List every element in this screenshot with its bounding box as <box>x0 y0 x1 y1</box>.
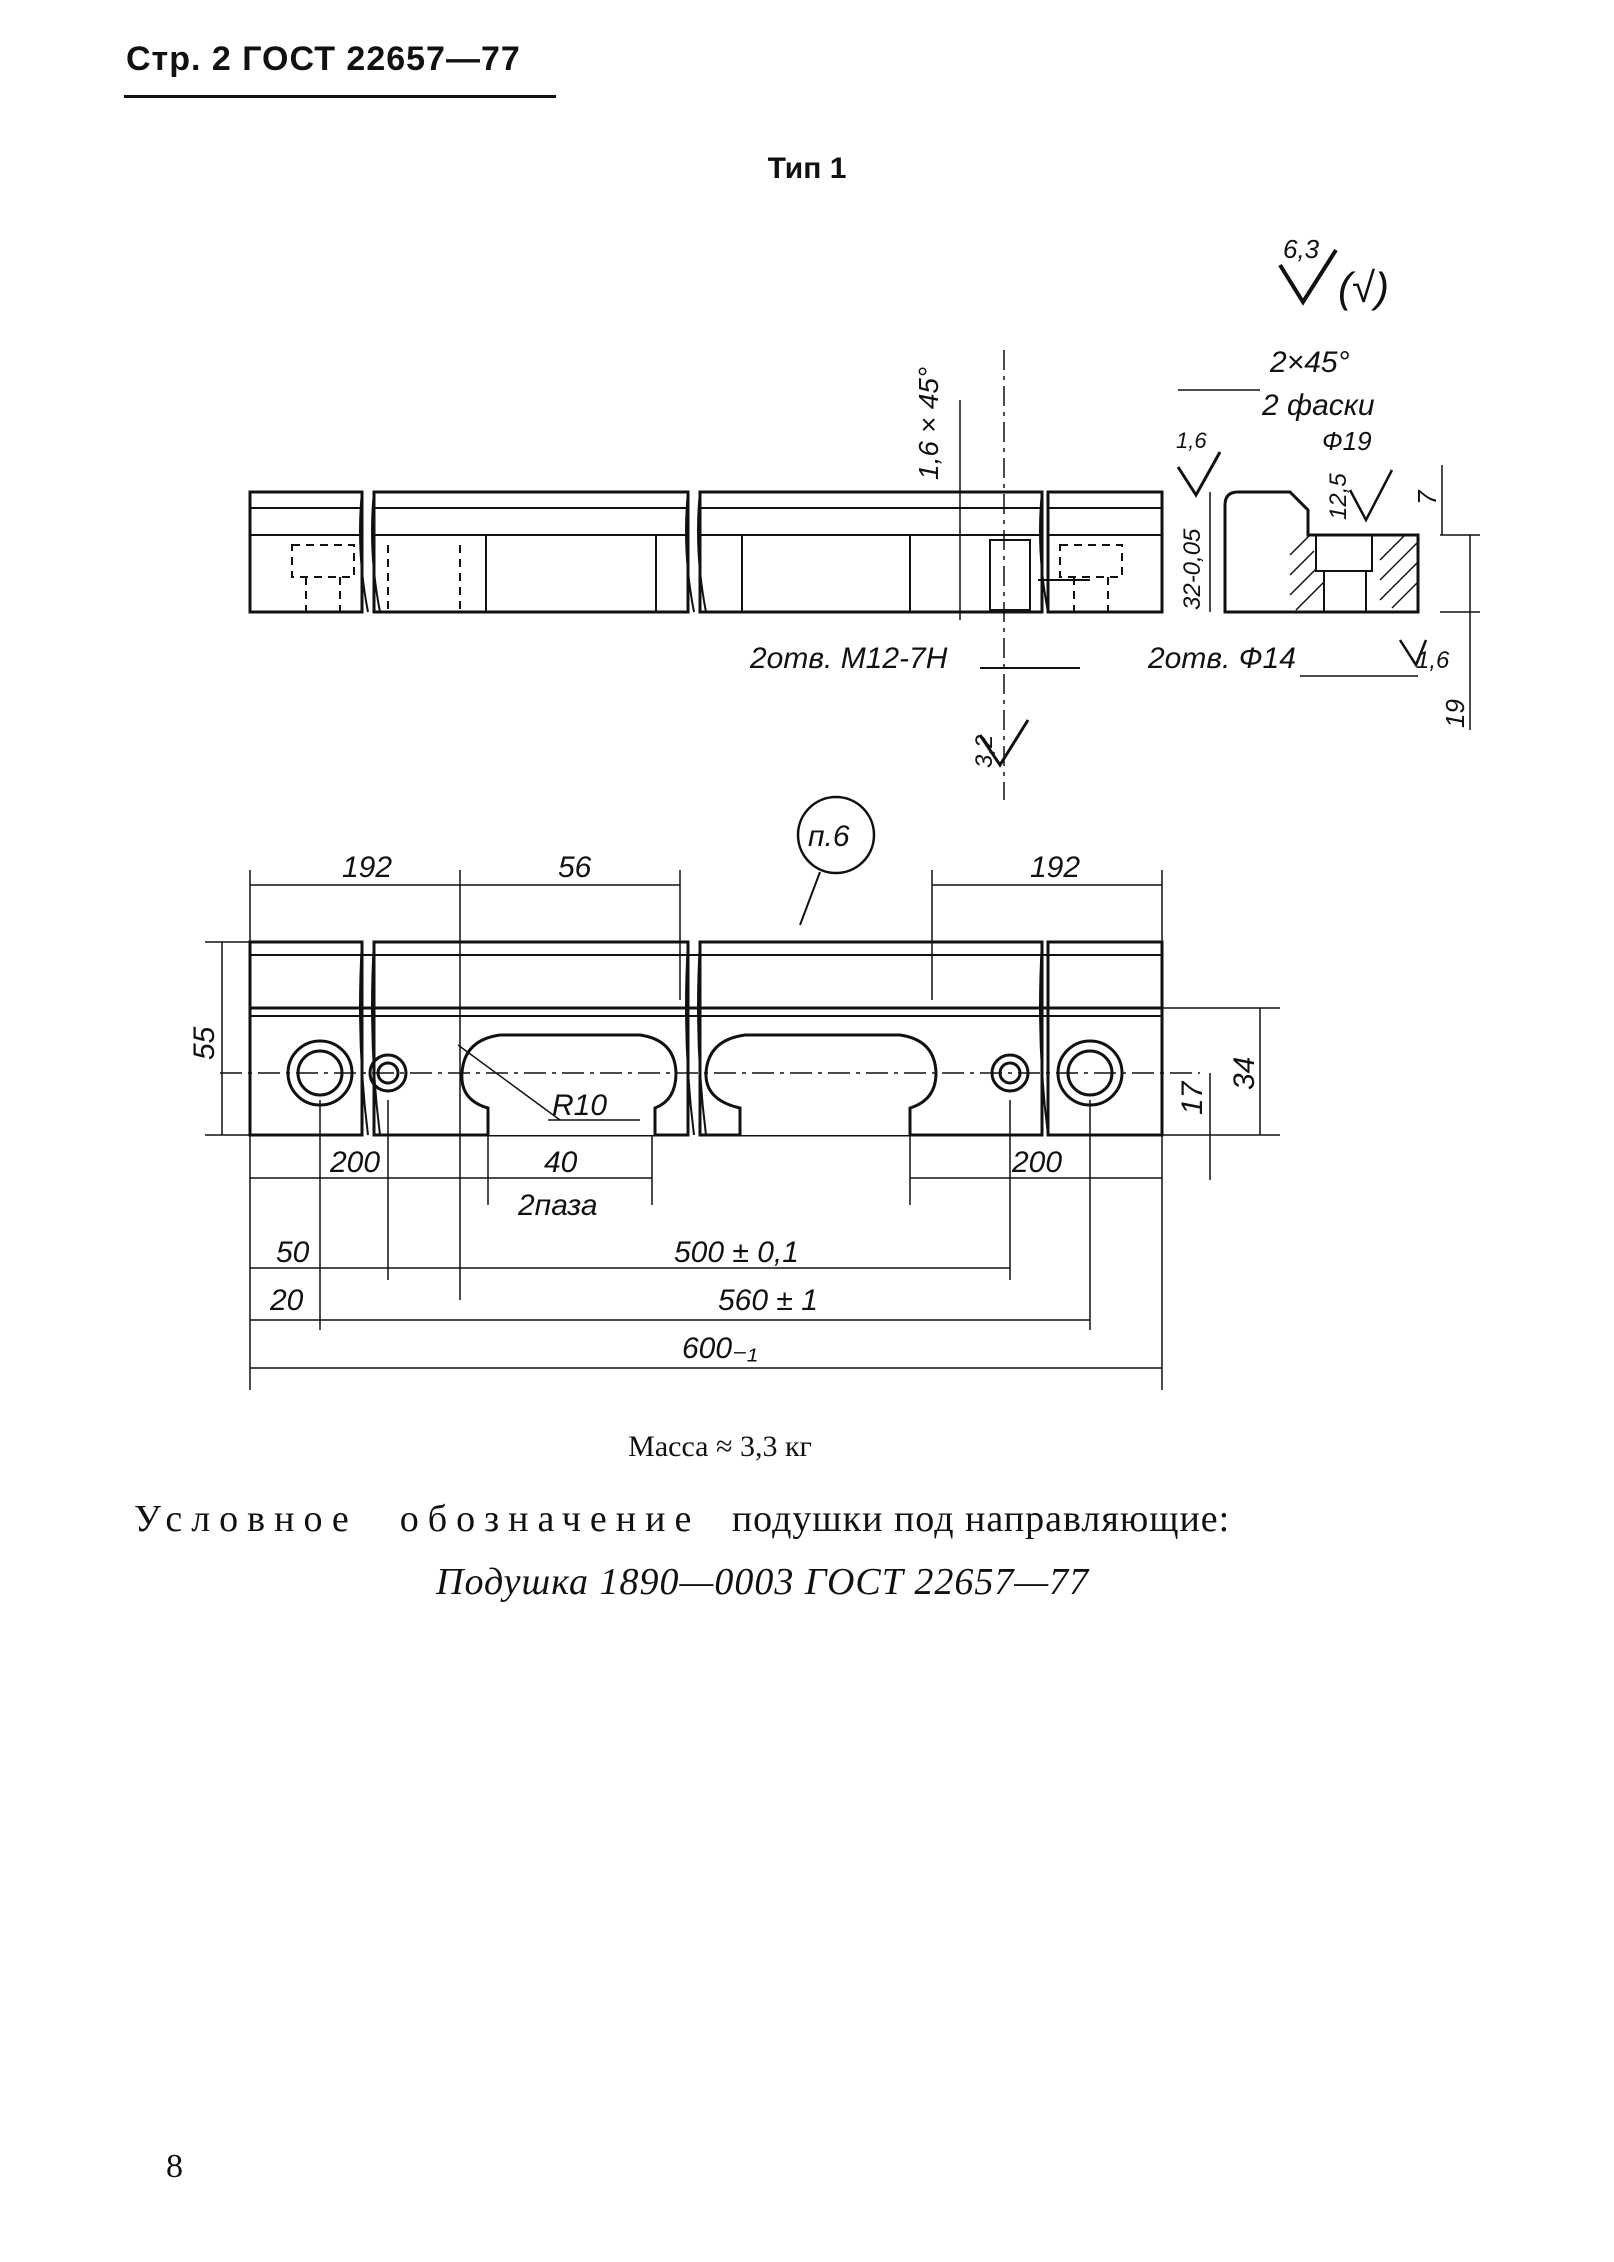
label-dim-40: 40 <box>544 1146 578 1179</box>
label-chamfer-big: 2×45° <box>1269 346 1350 379</box>
label-chamfer-small: 1,6 × 45° <box>913 367 944 480</box>
designation-rest: подушки под направляющие: <box>731 1498 1231 1540</box>
front-view-body <box>220 940 1200 1137</box>
cross-section <box>1178 389 1480 730</box>
page-header: Стр. 2 ГОСТ 22657—77 <box>126 40 521 78</box>
label-dia-19: Ф19 <box>1322 426 1372 456</box>
label-dim-32: 32-0,05 <box>1179 528 1206 610</box>
top-view-body <box>248 350 1164 800</box>
designation-word-2: обозначение <box>399 1498 701 1540</box>
label-dim-19: 19 <box>1440 699 1470 728</box>
label-dim-17: 17 <box>1176 1080 1209 1115</box>
page-number: 8 <box>166 2148 183 2185</box>
mass-note: Масса ≈ 3,3 кг <box>628 1430 812 1463</box>
label-roughness-1-6-right: 1,6 <box>1416 647 1450 674</box>
label-dim-50: 50 <box>276 1236 310 1269</box>
designation-label: Условное обозначение подушки под направл… <box>134 1497 1230 1541</box>
label-dim-192-right: 192 <box>1030 851 1080 884</box>
front-view-dimensions <box>205 870 1280 1390</box>
label-dim-192-left: 192 <box>342 851 392 884</box>
label-roughness-1-6-left: 1,6 <box>1176 428 1207 453</box>
header-underline <box>124 95 556 98</box>
note-callout-circle <box>796 795 876 875</box>
label-dim-7: 7 <box>1412 489 1442 505</box>
label-radius: R10 <box>552 1089 607 1122</box>
label-roughness-3-2: 3,2 <box>971 735 998 768</box>
designation-word-1: Условное <box>134 1498 358 1540</box>
label-dim-20: 20 <box>269 1284 304 1317</box>
label-dim-600: 600₋₁ <box>682 1332 757 1365</box>
label-dim-560: 560 ± 1 <box>718 1284 818 1317</box>
label-dim-34: 34 <box>1228 1057 1261 1090</box>
drawing-title: Тип 1 <box>767 152 847 185</box>
roughness-general-value: 6,3 <box>1283 234 1320 264</box>
label-dim-500: 500 ± 0,1 <box>674 1236 799 1269</box>
note-callout: п.6 <box>808 820 850 853</box>
label-holes-plain: 2отв. Ф14 <box>1147 642 1296 675</box>
label-dim-55: 55 <box>188 1026 221 1060</box>
label-roughness-12-5: 12,5 <box>1325 473 1352 520</box>
label-chamfer-count: 2 фаски <box>1261 389 1375 422</box>
label-dim-200-left: 200 <box>329 1146 380 1179</box>
label-holes-thread: 2отв. М12-7Н <box>749 642 948 675</box>
roughness-general-bracket: (√) <box>1338 264 1389 311</box>
drawing-labels: 6,3 (√) 1,6 × 45° 2×45° 2 фаски 1,6 Ф19 … <box>188 234 1470 1365</box>
label-slots: 2паза <box>517 1189 598 1222</box>
roughness-symbol-general <box>1278 248 1338 306</box>
label-dim-200-right: 200 <box>1011 1146 1062 1179</box>
label-dim-56: 56 <box>558 851 592 884</box>
designation-value: Подушка 1890—0003 ГОСТ 22657—77 <box>436 1561 1090 1603</box>
